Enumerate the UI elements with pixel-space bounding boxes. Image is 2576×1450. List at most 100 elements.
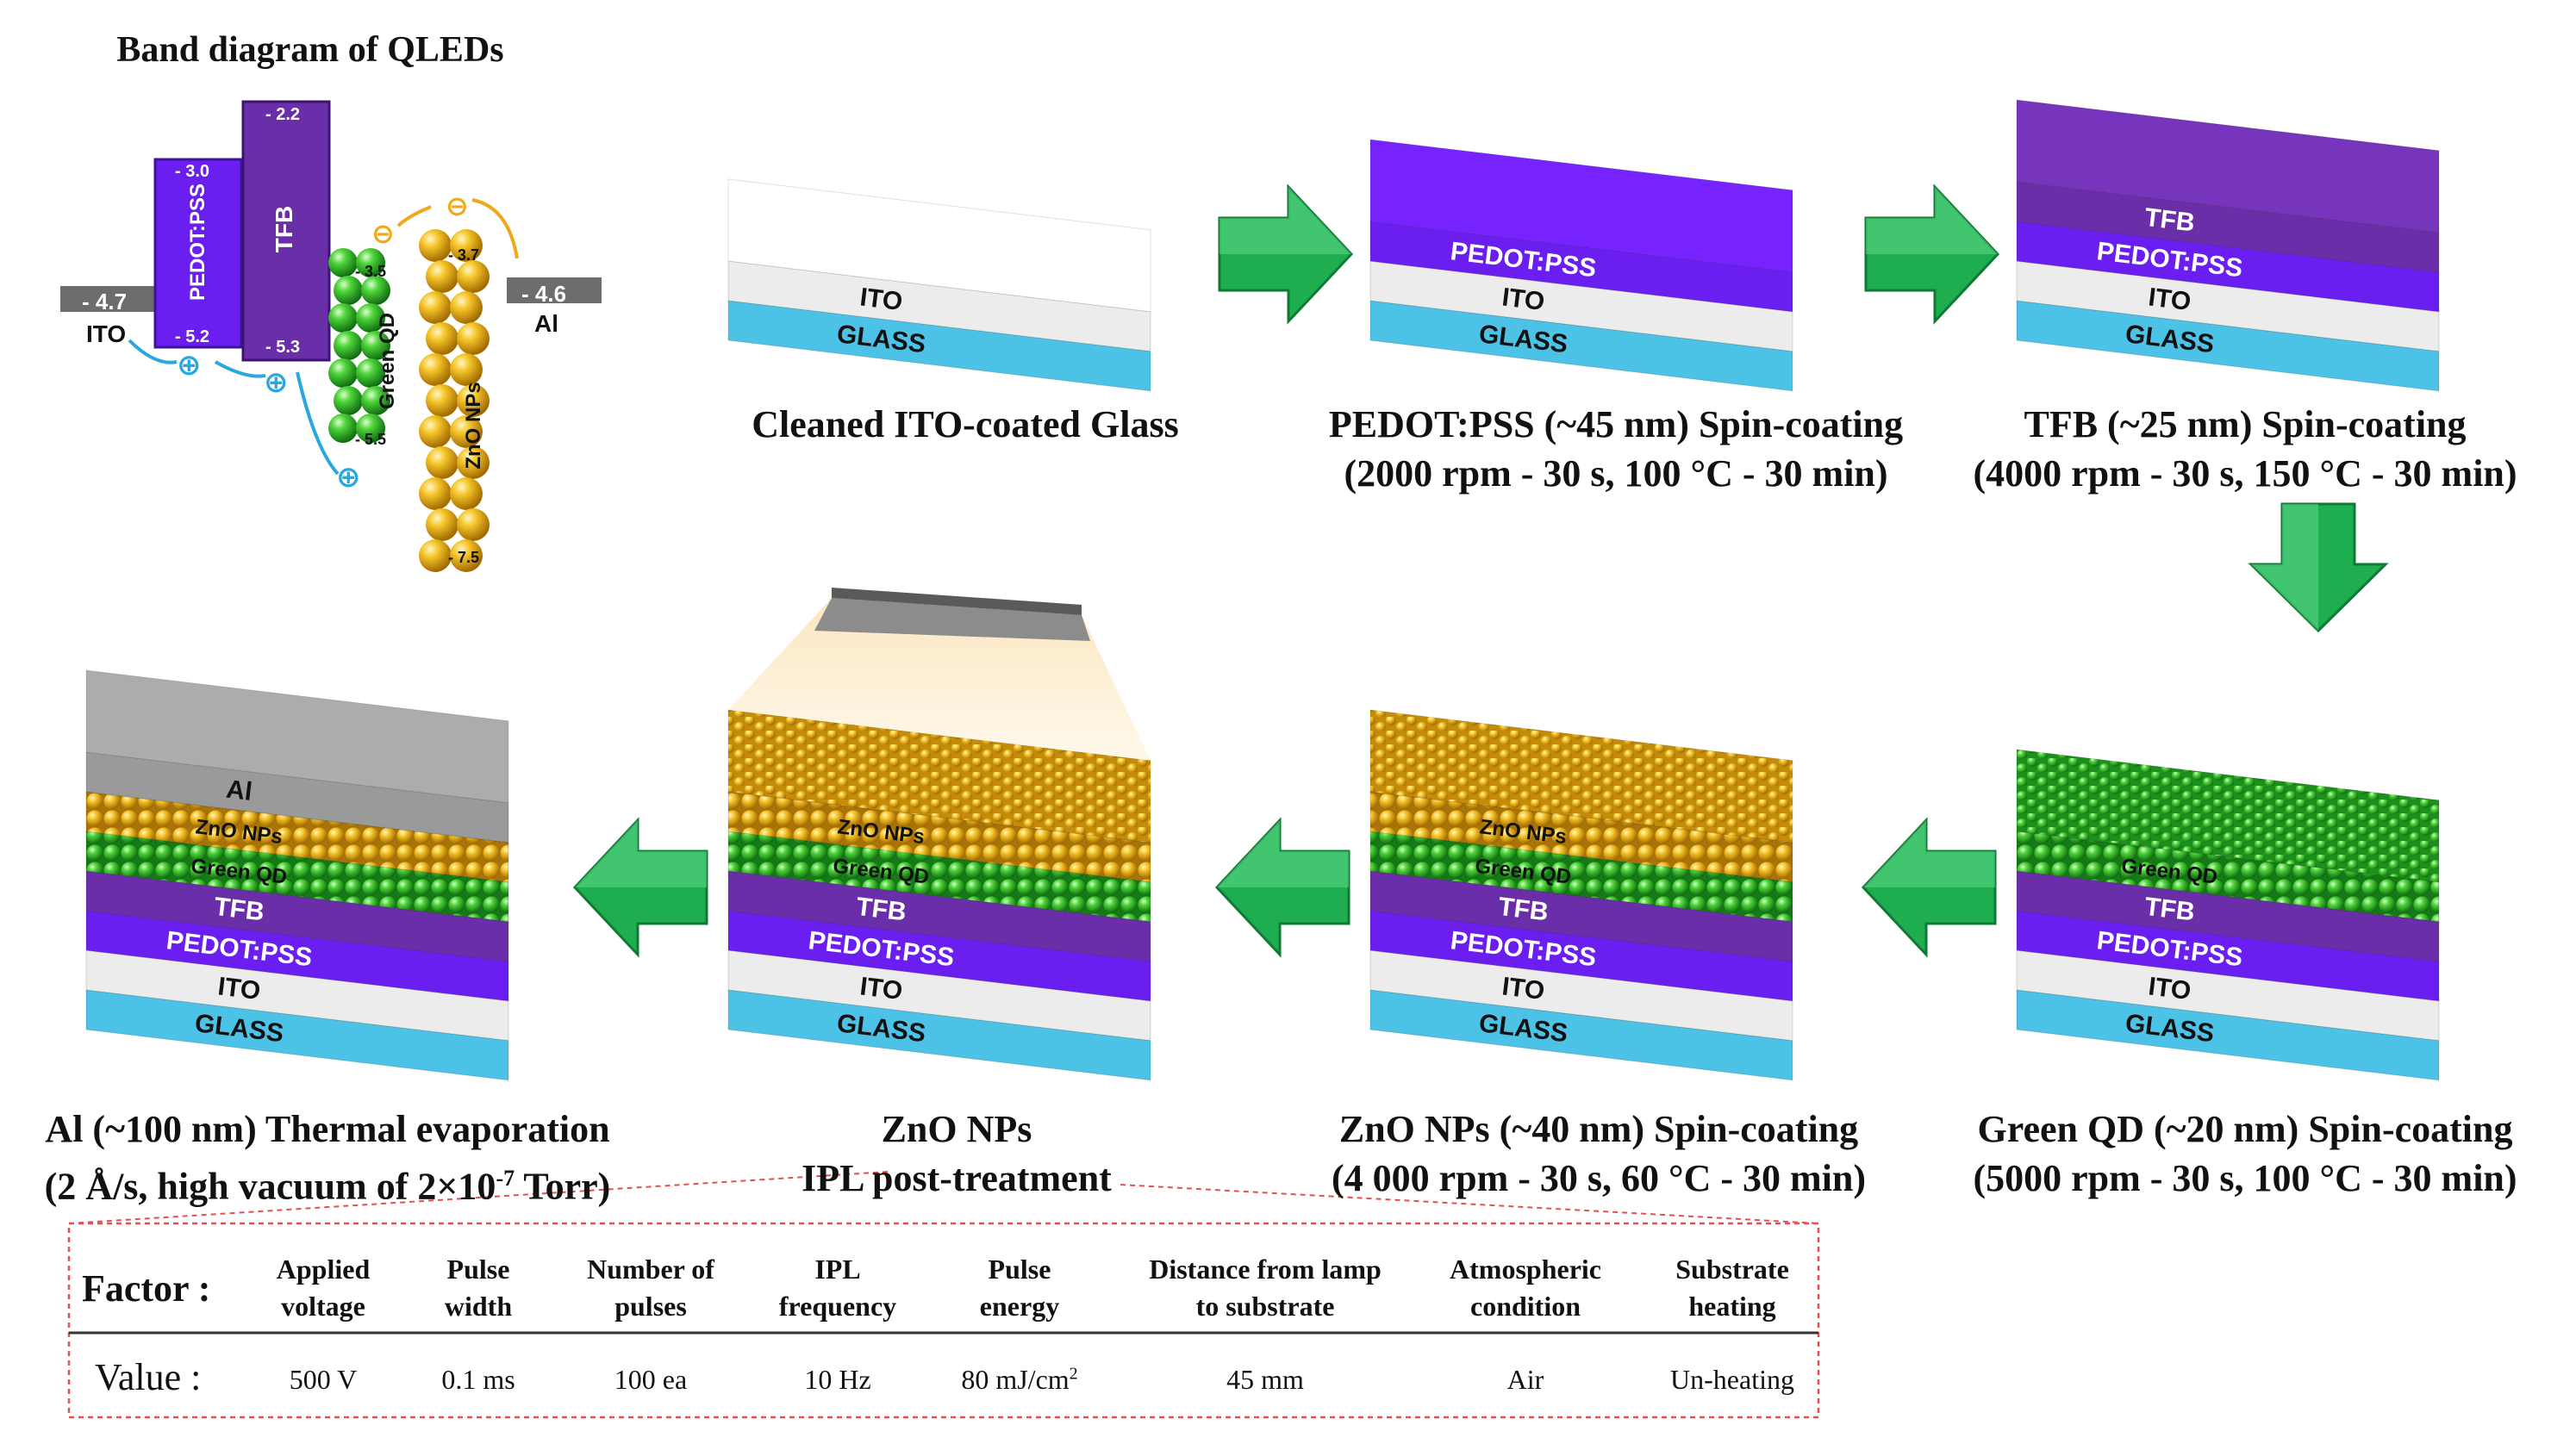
ito-level-bar — [60, 286, 155, 312]
layer-tfb-label: TFB — [2143, 203, 2197, 238]
value-label: Value : — [95, 1356, 202, 1398]
step-5-caption: ZnO NPs (~40 nm) Spin-coating — [1338, 1108, 1859, 1150]
zno-sphere — [450, 477, 483, 510]
step-5-conditions: (4 000 rpm - 30 s, 60 °C - 30 min) — [1331, 1157, 1867, 1199]
step-6-conditions: IPL post-treatment — [801, 1157, 1112, 1199]
pedot-lumo: - 3.0 — [175, 162, 210, 181]
step-7-caption: Al (~100 nm) Thermal evaporation — [45, 1108, 610, 1150]
factor-header-line1: Atmospheric — [1450, 1254, 1601, 1285]
zno-sphere — [457, 260, 490, 293]
layer-ito-label: ITO — [1500, 972, 1546, 1005]
layer-tfb-label: TFB — [2143, 893, 2197, 927]
zno-sphere — [457, 508, 490, 541]
qd-sphere — [328, 248, 358, 277]
qd-sphere — [356, 303, 385, 333]
ipl-table-frame — [67, 1171, 1820, 1419]
layer-tfb-label: TFB — [855, 893, 908, 927]
qd-sphere — [356, 248, 385, 277]
process-arrows — [572, 184, 2389, 958]
step-3-caption: TFB (~25 nm) Spin-coating — [2024, 403, 2467, 445]
layer-glass-front — [85, 989, 509, 1081]
layer-ito-label: ITO — [2147, 283, 2192, 316]
layer-pedot-top — [1369, 139, 1793, 273]
factor-value: 80 mJ/cm2 — [890, 1364, 1149, 1396]
arrow-highlight — [1219, 187, 1351, 254]
layer-glass-front — [2016, 989, 2440, 1081]
layer-glass-front — [1369, 989, 1793, 1081]
zno-lumo: - 3.7 — [448, 246, 480, 264]
hole-path — [215, 360, 266, 378]
qd-homo: - 5.5 — [355, 431, 387, 448]
factor-header-line1: Applied — [276, 1254, 371, 1285]
hole-icon: ⊕ — [264, 366, 289, 399]
zno-sphere — [419, 229, 452, 262]
layer-pedot-front — [727, 910, 1151, 1002]
electron-path — [396, 205, 432, 227]
step-2-conditions: (2000 rpm - 30 s, 100 °C - 30 min) — [1344, 452, 1888, 495]
layer-zno-top — [1369, 709, 1793, 843]
layer-qd-front — [1369, 831, 1793, 923]
step-4-caption: Green QD (~20 nm) Spin-coating — [1977, 1108, 2513, 1150]
tfb-band-box — [241, 100, 331, 362]
factor-header-line2: energy — [979, 1291, 1060, 1322]
factor-header-line2: heating — [1688, 1291, 1776, 1322]
step-6-caption: ZnO NPs — [881, 1108, 1032, 1150]
hole-icon: ⊕ — [177, 349, 202, 382]
layer-ito-label: ITO — [216, 972, 262, 1005]
layer-zno-front — [1369, 791, 1793, 883]
device-stacks: GLASSITOGLASSITOPEDOT:PSSGLASSITOPEDOT:P… — [85, 99, 2440, 1081]
factor-value: 100 ea — [614, 1364, 688, 1395]
layer-tfb-front — [2016, 870, 2440, 962]
arrow-highlight — [1863, 820, 1995, 887]
layer-ito-front — [85, 949, 509, 1042]
hole-path — [296, 371, 340, 476]
zno-sphere — [419, 353, 452, 386]
qd-band-label: Green QD — [376, 312, 399, 410]
tfb-band-label: TFB — [271, 205, 297, 253]
step-3-conditions: (4000 rpm - 30 s, 150 °C - 30 min) — [1973, 452, 2517, 495]
layer-ito-label: ITO — [858, 972, 904, 1005]
electron-icon: ⊖ — [371, 218, 395, 249]
factor-header-line2: pulses — [614, 1291, 687, 1322]
layer-ito-front — [2016, 949, 2440, 1042]
zno-sphere — [450, 291, 483, 324]
ito-band-label: ITO — [86, 320, 127, 347]
qd-sphere — [328, 358, 358, 388]
qd-sphere — [334, 276, 363, 305]
qd-sphere — [328, 303, 358, 333]
zno-band-label: ZnO NPs — [462, 382, 485, 470]
qd-sphere — [361, 331, 390, 360]
pedot-band-label: PEDOT:PSS — [186, 183, 209, 301]
tfb-lumo: - 2.2 — [265, 105, 301, 124]
step-2-caption: PEDOT:PSS (~45 nm) Spin-coating — [1328, 403, 1904, 445]
zno-sphere — [419, 477, 452, 510]
factor-header-line1: Number of — [587, 1254, 714, 1285]
ipl-lamp-top — [832, 588, 1082, 615]
band-diagram-title: Band diagram of QLEDs — [116, 30, 504, 70]
zno-sphere — [419, 415, 452, 448]
layer-qd-top — [2016, 749, 2440, 883]
zno-sphere — [419, 291, 452, 324]
layer-pedot-front — [1369, 910, 1793, 1002]
factor-value-superscript: 2 — [1069, 1364, 1078, 1384]
zno-sphere — [450, 539, 483, 572]
layer-tfb-front — [727, 870, 1151, 962]
factor-header-line2: condition — [1469, 1291, 1581, 1322]
factor-header-line2: width — [444, 1291, 513, 1322]
ipl-lamp — [814, 598, 1090, 641]
layer-ito-label: ITO — [858, 283, 904, 316]
layer-tfb-label: TFB — [1497, 893, 1550, 927]
hole-path — [128, 339, 178, 364]
ipl-table-border — [67, 1222, 1820, 1419]
factor-value: 500 V — [289, 1364, 358, 1395]
arrow-highlight — [1866, 187, 1998, 254]
layer-al-front — [85, 751, 509, 843]
layer-zno-front — [85, 791, 509, 883]
factor-value: Un-heating — [1670, 1364, 1794, 1395]
band-diagram — [60, 100, 602, 572]
layer-tfb-label: TFB — [213, 893, 266, 927]
